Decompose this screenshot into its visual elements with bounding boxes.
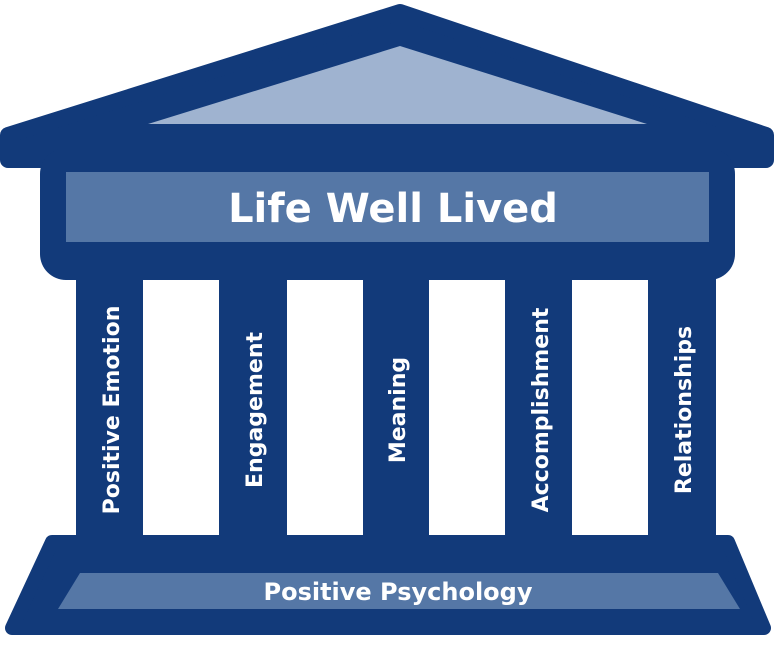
- pillar-positive-emotion: Positive Emotion: [100, 306, 125, 515]
- pillar-gap-4: [572, 280, 648, 538]
- pillar-label: Accomplishment: [529, 307, 554, 512]
- title-text: Life Well Lived: [228, 186, 558, 232]
- base-inner: [58, 573, 740, 609]
- pillar-label: Meaning: [386, 357, 411, 463]
- pillar-gap-3: [429, 280, 505, 538]
- pillar-label: Positive Emotion: [100, 306, 125, 515]
- pillar-accomplishment: Accomplishment: [529, 307, 554, 512]
- roof-inner: [148, 46, 647, 124]
- pillar-engagement: Engagement: [243, 332, 268, 488]
- foundation-text: Positive Psychology: [263, 578, 532, 606]
- pillar-label: Engagement: [243, 332, 268, 488]
- pillar-meaning: Meaning: [386, 357, 411, 463]
- pillar-gap-1: [143, 280, 219, 538]
- pillar-gap-2: [287, 280, 363, 538]
- pillar-label: Relationships: [672, 326, 697, 494]
- architrave-inner: [66, 172, 709, 242]
- pillar-relationships: Relationships: [672, 326, 697, 494]
